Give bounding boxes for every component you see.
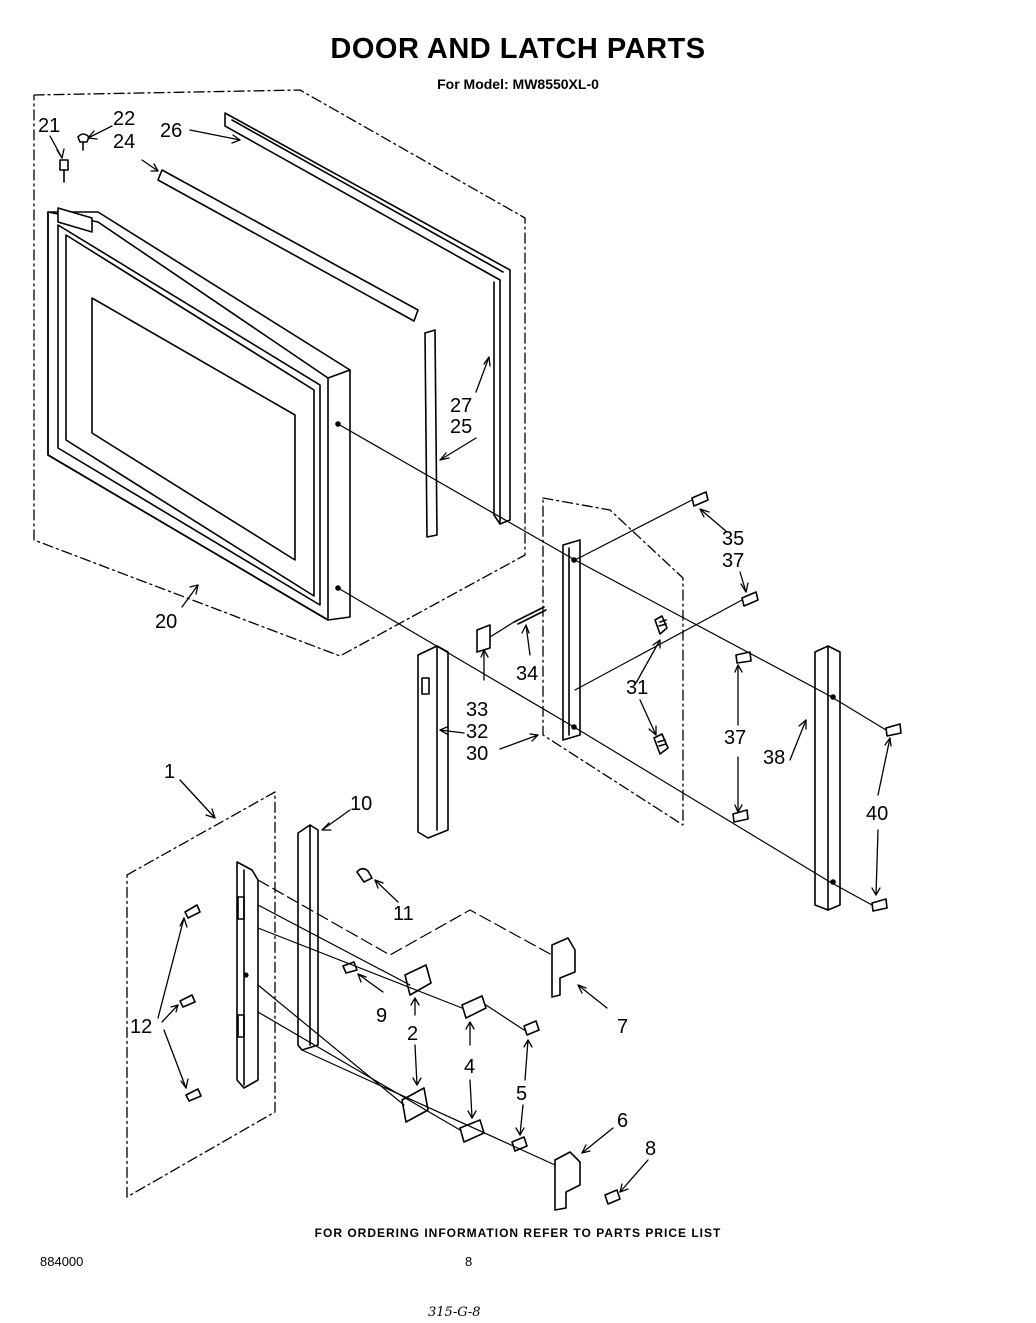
explosion-lines-lower <box>257 879 556 1166</box>
callout-34: 34 <box>516 663 538 685</box>
handwritten-note: 315-G-8 <box>428 1305 481 1320</box>
latch-plate-30 <box>562 539 581 741</box>
door-assembly-boundary <box>33 89 526 657</box>
door-panel <box>47 207 351 621</box>
callout-leaders <box>49 125 892 1193</box>
callout-12: 12 <box>130 1016 152 1038</box>
screw-12-top <box>184 904 201 919</box>
callout-labels: 21 22 24 26 27 25 20 35 37 34 31 33 32 3… <box>38 108 888 1160</box>
latch-2-lower <box>401 1087 429 1123</box>
door-choke-26 <box>224 112 511 525</box>
latch-mount-plate <box>236 861 259 1089</box>
screw-12-mid <box>179 994 196 1008</box>
gasket-strip-24 <box>157 169 419 322</box>
screw-22 <box>77 133 90 151</box>
callout-10: 10 <box>350 793 372 815</box>
spring-31-upper <box>654 615 668 635</box>
callout-35: 35 <box>722 528 744 550</box>
callout-9: 9 <box>376 1005 387 1027</box>
screw-9 <box>342 961 358 974</box>
door-handle-32 <box>417 645 449 839</box>
model-subtitle: For Model: MW8550XL-0 <box>437 76 599 92</box>
callout-24: 24 <box>113 131 135 153</box>
callout-26: 26 <box>160 120 182 142</box>
plunger-33 <box>476 624 491 653</box>
callout-25: 25 <box>450 416 472 438</box>
callout-31: 31 <box>626 677 648 699</box>
latch-assembly-boundary <box>542 497 684 826</box>
ordering-info-footer: FOR ORDERING INFORMATION REFER TO PARTS … <box>314 1226 722 1240</box>
screw-40-upper <box>885 723 902 737</box>
latch-2-upper <box>404 964 432 996</box>
callout-33: 33 <box>466 699 488 721</box>
document-number: 884000 <box>40 1254 84 1269</box>
callout-40: 40 <box>866 803 888 825</box>
screw-35 <box>691 491 709 507</box>
callout-4: 4 <box>464 1056 475 1078</box>
screw-37-upper <box>741 591 759 607</box>
screw-12-bottom <box>185 1088 202 1102</box>
actuator-4-upper <box>461 995 487 1019</box>
screw-11 <box>356 867 373 883</box>
callout-38: 38 <box>763 747 785 769</box>
screw-40-lower <box>871 898 888 912</box>
screw-5-upper <box>523 1020 540 1036</box>
switch-6 <box>554 1151 581 1211</box>
callout-37a: 37 <box>722 550 744 572</box>
callout-21: 21 <box>38 115 60 137</box>
screw-37-lower <box>732 809 749 823</box>
callout-20: 20 <box>155 611 177 633</box>
callout-30: 30 <box>466 743 488 765</box>
page-title: DOOR AND LATCH PARTS <box>330 33 706 65</box>
latch-lever-10 <box>297 824 319 1051</box>
page-number: 8 <box>465 1254 473 1269</box>
screw-8 <box>604 1189 621 1205</box>
callout-6: 6 <box>617 1110 628 1132</box>
callout-32: 32 <box>466 721 488 743</box>
switch-7 <box>551 937 576 998</box>
callout-11: 11 <box>393 903 414 925</box>
spring-31-lower <box>653 733 669 755</box>
screw-21 <box>59 159 69 183</box>
gasket-strip-25 <box>424 329 438 538</box>
lower-assembly-boundary <box>126 791 276 1198</box>
callout-1: 1 <box>164 761 175 783</box>
callout-27: 27 <box>450 395 472 417</box>
latch-bracket-38 <box>814 645 841 911</box>
callout-8: 8 <box>645 1138 656 1160</box>
spring-34 <box>513 606 547 625</box>
callout-5: 5 <box>516 1083 527 1105</box>
callout-2: 2 <box>407 1023 418 1045</box>
screw-37-mid <box>735 651 752 664</box>
callout-37b: 37 <box>724 727 746 749</box>
explosion-lines-upper <box>337 423 887 906</box>
screw-5-lower <box>511 1136 528 1152</box>
callout-7: 7 <box>617 1016 628 1038</box>
callout-22: 22 <box>113 108 135 130</box>
